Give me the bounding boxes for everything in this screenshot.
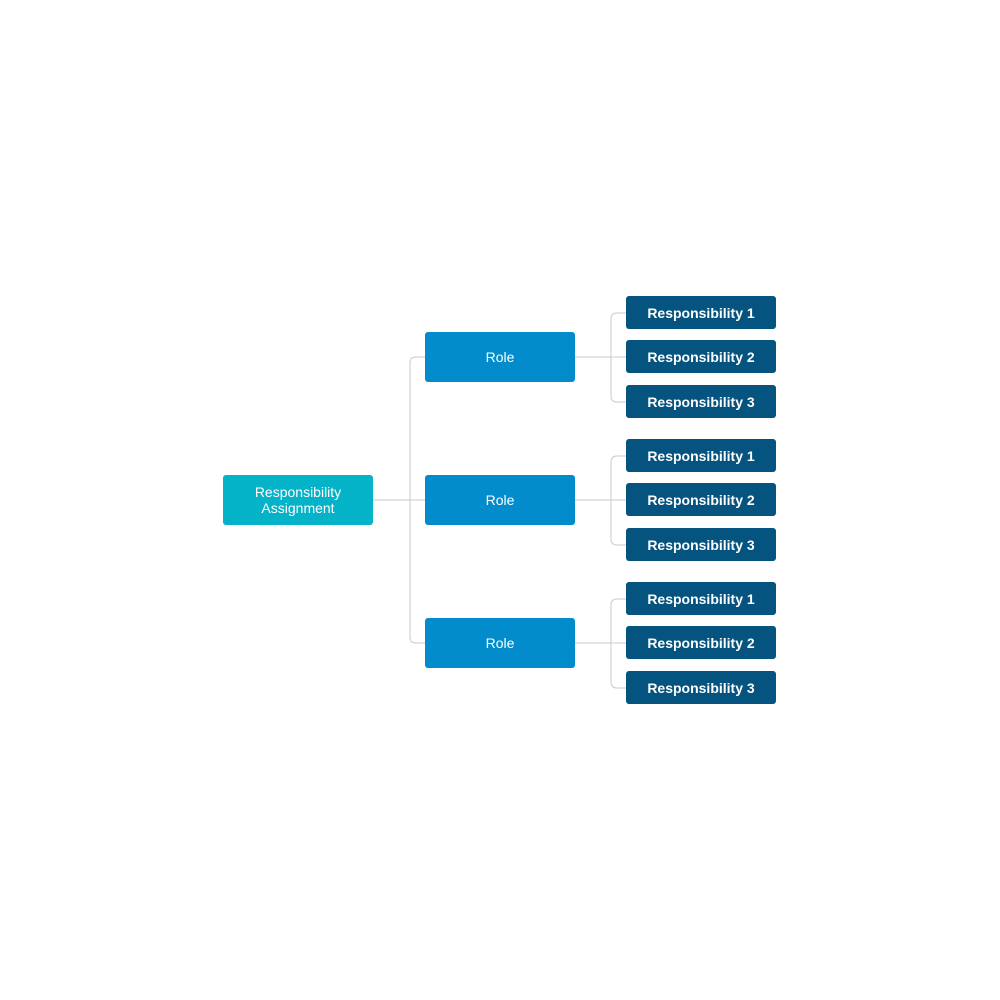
responsibility-label: Responsibility 2: [647, 348, 755, 365]
responsibility-node-3-1[interactable]: Responsibility 1: [626, 582, 776, 615]
responsibility-node-1-1[interactable]: Responsibility 1: [626, 296, 776, 329]
responsibility-label: Responsibility 2: [647, 491, 755, 508]
role-label: Role: [485, 492, 515, 508]
responsibility-node-3-2[interactable]: Responsibility 2: [626, 626, 776, 659]
role-node-1[interactable]: Role: [425, 332, 575, 382]
responsibility-label: Responsibility 2: [647, 634, 755, 651]
responsibility-node-3-3[interactable]: Responsibility 3: [626, 671, 776, 704]
role-label: Role: [485, 349, 515, 365]
responsibility-label: Responsibility 1: [647, 304, 755, 321]
root-label: Responsibility Assignment: [254, 484, 342, 516]
role-node-2[interactable]: Role: [425, 475, 575, 525]
responsibility-label: Responsibility 3: [647, 679, 755, 696]
responsibility-label: Responsibility 1: [647, 447, 755, 464]
responsibility-node-2-2[interactable]: Responsibility 2: [626, 483, 776, 516]
responsibility-node-1-2[interactable]: Responsibility 2: [626, 340, 776, 373]
responsibility-node-1-3[interactable]: Responsibility 3: [626, 385, 776, 418]
connector-line: [610, 598, 626, 689]
connector-line: [610, 312, 626, 403]
role-label: Role: [485, 635, 515, 651]
responsibility-label: Responsibility 3: [647, 393, 755, 410]
connector-line: [610, 455, 626, 546]
responsibility-node-2-3[interactable]: Responsibility 3: [626, 528, 776, 561]
role-node-3[interactable]: Role: [425, 618, 575, 668]
responsibility-label: Responsibility 3: [647, 536, 755, 553]
connector-line: [409, 356, 425, 644]
responsibility-node-2-1[interactable]: Responsibility 1: [626, 439, 776, 472]
responsibility-label: Responsibility 1: [647, 590, 755, 607]
root-node[interactable]: Responsibility Assignment: [223, 475, 373, 525]
